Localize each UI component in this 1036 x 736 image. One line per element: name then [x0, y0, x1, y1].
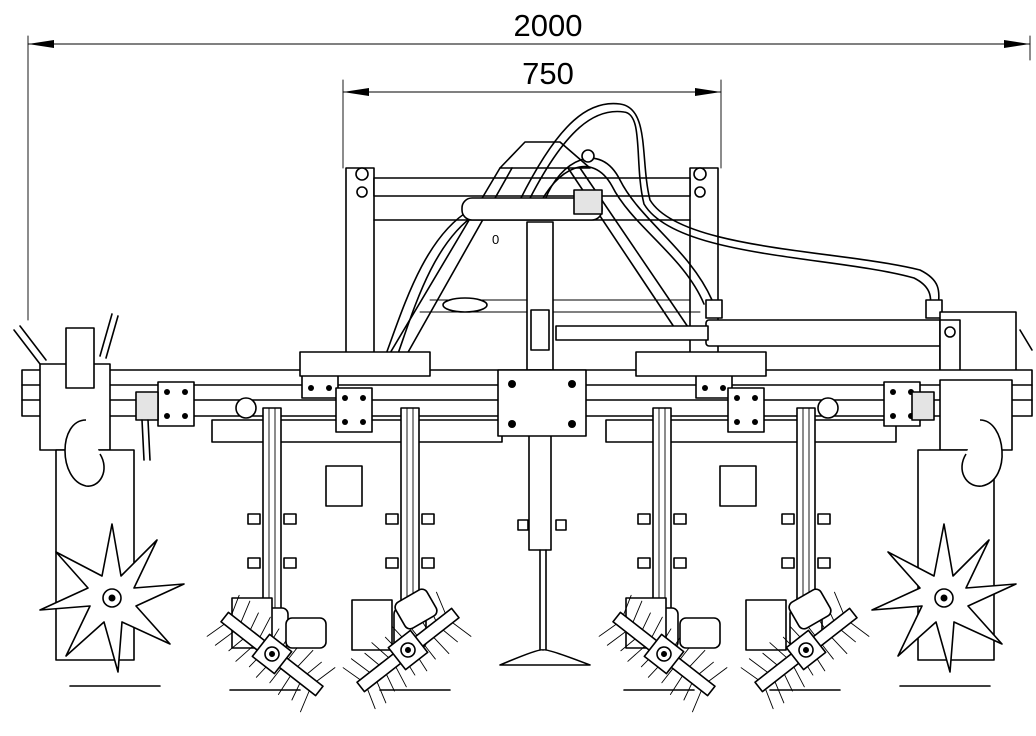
dimension-2000: [27, 35, 1031, 321]
dimension-750: [342, 79, 722, 169]
toolbar-clamps: [157, 351, 921, 507]
hose-label: 0: [492, 232, 499, 247]
hydraulic-cylinder: [555, 311, 1017, 387]
finger-weeder-discs: [205, 588, 872, 714]
hydraulic-hoses: [379, 102, 943, 371]
dimension-2000-label: 2000: [514, 8, 583, 43]
dimension-750-label: 750: [522, 56, 574, 91]
central-strut: [499, 221, 591, 666]
ground-skids: [69, 685, 991, 691]
